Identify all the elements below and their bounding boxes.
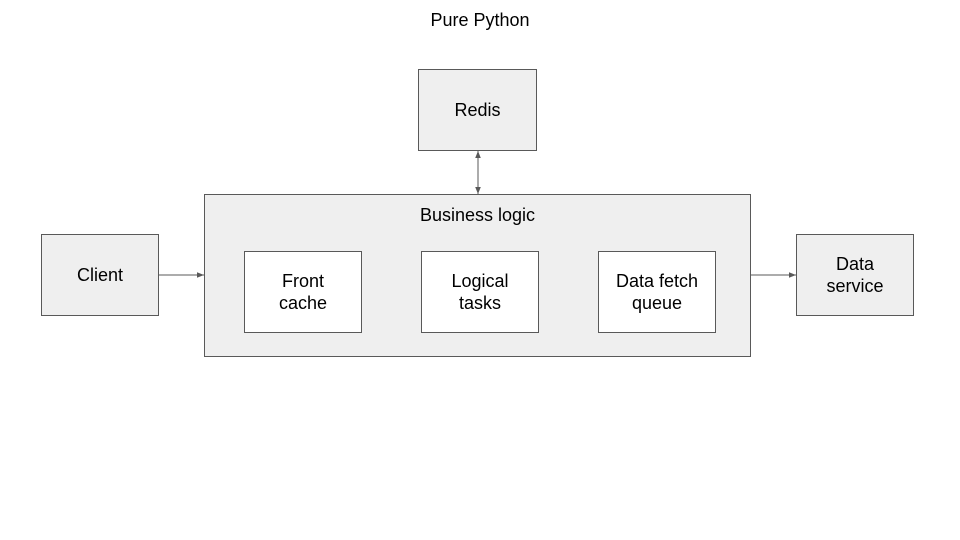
business-logic-label: Business logic bbox=[419, 205, 536, 225]
redis-label: Redis bbox=[454, 100, 501, 120]
data-fetch-queue-node: Data fetch queue bbox=[598, 251, 716, 333]
front-cache-node: Front cache bbox=[244, 251, 362, 333]
redis-node: Redis bbox=[418, 69, 537, 151]
client-label: Client bbox=[76, 265, 124, 285]
diagram-title: Pure Python bbox=[430, 10, 530, 30]
logical-tasks-label: Logical tasks bbox=[451, 271, 509, 313]
data-fetch-queue-label: Data fetch queue bbox=[615, 271, 699, 313]
logical-tasks-node: Logical tasks bbox=[421, 251, 539, 333]
data-service-label: Data service bbox=[826, 254, 884, 296]
client-node: Client bbox=[41, 234, 159, 316]
front-cache-label: Front cache bbox=[278, 271, 328, 313]
data-service-node: Data service bbox=[796, 234, 914, 316]
